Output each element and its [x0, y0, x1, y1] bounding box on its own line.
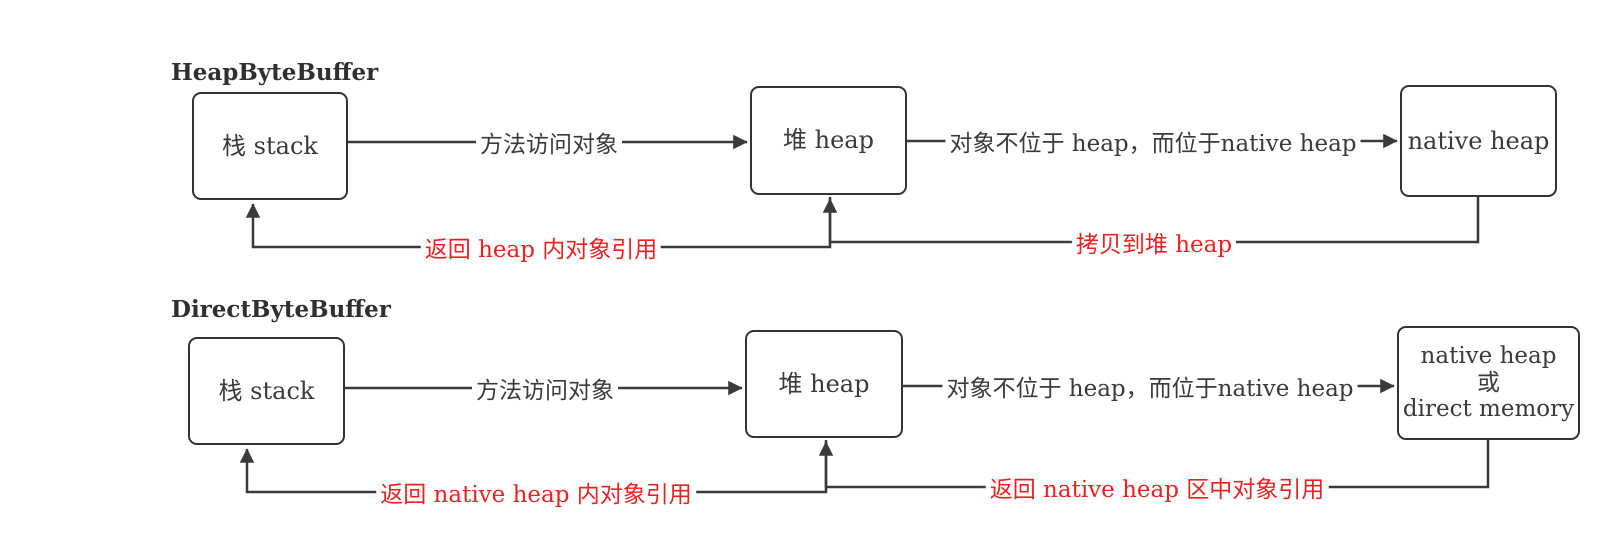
stack-box: 栈 stack	[192, 92, 348, 200]
stack-box-label: 栈 stack	[222, 131, 318, 160]
native-heap-box-label: native heap	[1407, 126, 1550, 155]
return-native-heap-reference-label: 返回 native heap 内对象引用	[376, 475, 696, 509]
or-line: 或	[1477, 369, 1500, 396]
method-access-label: 方法访问对象	[476, 125, 622, 159]
flow-title-heapbytebuffer: HeapByteBuffer	[171, 59, 379, 86]
direct-memory-line: direct memory	[1402, 396, 1575, 423]
native-heap-box: native heap	[1400, 85, 1557, 197]
native-heap-line: native heap	[1420, 342, 1557, 369]
heap-box-label: 堆 heap	[778, 369, 870, 398]
return-native-heap-area-reference-label: 返回 native heap 区中对象引用	[985, 470, 1329, 504]
heap-box-label: 堆 heap	[783, 126, 874, 155]
method-access-label: 方法访问对象	[472, 371, 618, 405]
heap-box: 堆 heap	[745, 330, 903, 438]
stack-box-label: 栈 stack	[218, 376, 315, 405]
stack-box: 栈 stack	[188, 337, 345, 445]
object-in-native-heap-label: 对象不位于 heap，而位于native heap	[942, 369, 1358, 403]
object-in-native-heap-label: 对象不位于 heap，而位于native heap	[945, 124, 1361, 158]
native-heap-or-direct-memory-box: native heap 或 direct memory	[1397, 326, 1580, 440]
heap-box: 堆 heap	[750, 86, 907, 195]
return-heap-reference-label: 返回 heap 内对象引用	[420, 230, 662, 264]
copy-to-heap-label: 拷贝到堆 heap	[1071, 225, 1237, 259]
flow-title-directbytebuffer: DirectByteBuffer	[171, 296, 391, 323]
